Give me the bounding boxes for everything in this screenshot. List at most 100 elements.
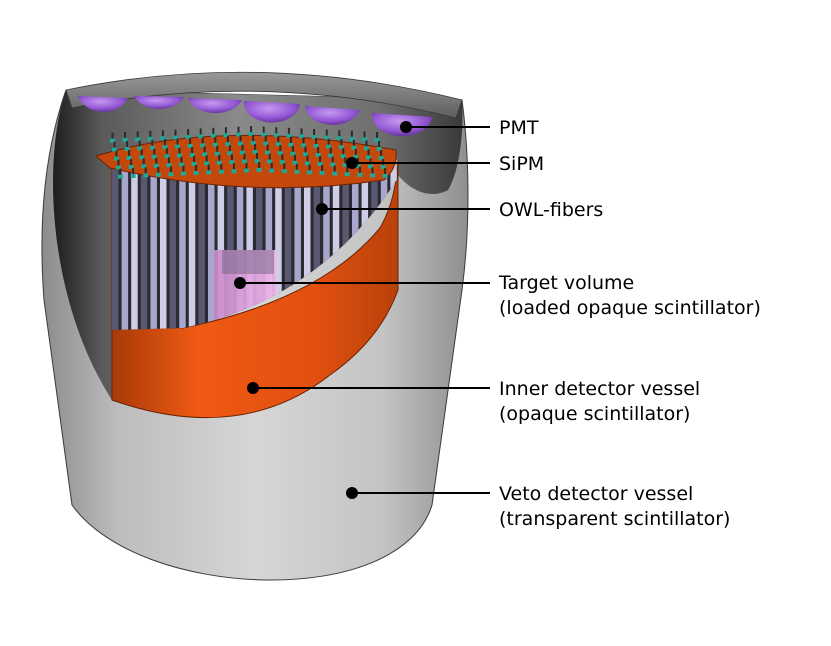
sipm-pin xyxy=(344,157,347,165)
sipm-pin xyxy=(163,139,166,147)
callout-veto-vessel xyxy=(346,487,490,499)
sipm-pin xyxy=(161,130,164,138)
sipm-pin xyxy=(220,163,223,171)
callout-inner-vessel xyxy=(247,382,490,394)
sipm-pin xyxy=(230,154,233,162)
sipm-pin xyxy=(262,126,265,134)
sipm-pin xyxy=(378,141,381,148)
sipm-chip xyxy=(175,144,180,149)
sipm-pin xyxy=(205,155,208,163)
sipm-chip xyxy=(324,135,330,140)
sipm-pin xyxy=(342,148,345,156)
pmt-icon xyxy=(188,98,242,114)
sipm-pin xyxy=(180,156,183,164)
sipm-pin xyxy=(275,127,278,135)
sipm-chip xyxy=(317,162,323,166)
sipm-pin xyxy=(237,126,240,134)
sipm-chip xyxy=(380,165,386,169)
sipm-chip xyxy=(366,155,371,160)
sipm-chip xyxy=(189,153,195,157)
sipm-chip xyxy=(139,155,145,160)
sipm-pin xyxy=(250,126,253,133)
owl-fiber xyxy=(112,150,119,330)
sipm-chip xyxy=(267,159,273,164)
sipm-pin xyxy=(138,140,141,148)
owl-fiber xyxy=(265,150,273,330)
sipm-chip xyxy=(273,133,279,138)
sipm-chip xyxy=(374,138,380,142)
sipm-pin xyxy=(132,168,135,175)
sipm-pin xyxy=(130,159,133,166)
label-target-volume: Target volume xyxy=(498,272,634,294)
sipm-chip xyxy=(286,133,292,138)
sipm-pin xyxy=(256,153,259,160)
sipm-chip xyxy=(250,141,256,145)
sipm-chip xyxy=(294,169,300,174)
owl-fiber xyxy=(246,150,253,330)
sipm-pin xyxy=(340,139,343,147)
sipm-pin xyxy=(295,163,298,171)
sipm-chip xyxy=(147,136,153,141)
owl-fiber xyxy=(256,150,263,330)
sipm-pin xyxy=(264,135,267,143)
pmt-icon xyxy=(78,96,128,112)
sipm-pin xyxy=(126,141,129,148)
sipm-pin xyxy=(321,165,324,172)
sipm-chip xyxy=(160,136,166,141)
sipm-pin xyxy=(149,130,152,138)
sipm-pin xyxy=(218,154,221,162)
callout-sipm xyxy=(346,157,490,169)
sipm-chip xyxy=(130,174,136,178)
sipm-chip xyxy=(166,163,172,168)
sipm-pin xyxy=(369,158,372,166)
sipm-chip xyxy=(227,151,233,156)
sipm-chip xyxy=(342,163,348,168)
sipm-pin xyxy=(300,128,303,136)
sipm-chip xyxy=(162,145,168,150)
sipm-chip xyxy=(143,173,149,178)
sipm-chip xyxy=(299,134,304,139)
sipm-chip xyxy=(362,137,367,142)
sipm-pin xyxy=(358,166,361,174)
sipm-pin xyxy=(363,131,366,139)
sipm-chip xyxy=(290,151,296,156)
sipm-pin xyxy=(193,156,196,163)
sipm-chip xyxy=(319,171,325,175)
owl-fiber xyxy=(217,150,225,330)
owl-fiber xyxy=(169,150,177,330)
sipm-pin xyxy=(195,165,198,172)
sipm-pin xyxy=(187,129,190,136)
sipm-chip xyxy=(191,162,197,166)
owl-fiber xyxy=(313,150,321,330)
sipm-pin xyxy=(315,138,318,145)
sipm-chip xyxy=(193,171,199,175)
sipm-pin xyxy=(287,127,290,135)
sipm-pin xyxy=(178,147,181,155)
sipm-chip xyxy=(313,144,319,148)
sipm-pin xyxy=(277,136,280,144)
sipm-chip xyxy=(231,169,237,174)
sipm-chip xyxy=(128,165,134,169)
sipm-pin xyxy=(157,166,160,174)
sipm-chip xyxy=(326,144,332,149)
sipm-pin xyxy=(165,148,168,156)
sipm-pin xyxy=(241,144,244,152)
sipm-chip xyxy=(153,163,159,168)
sipm-pin xyxy=(268,153,271,161)
sipm-chip xyxy=(261,132,267,137)
sipm-pin xyxy=(216,145,219,153)
sipm-chip xyxy=(332,171,338,176)
label-veto-vessel: Veto detector vessel xyxy=(499,483,693,505)
sipm-chip xyxy=(357,172,363,177)
sipm-pin xyxy=(189,138,192,145)
sipm-chip xyxy=(212,142,218,147)
owl-fiber xyxy=(179,150,186,330)
sipm-pin xyxy=(291,145,294,153)
label-pmt: PMT xyxy=(499,117,539,139)
sipm-pin xyxy=(384,168,387,175)
sipm-pin xyxy=(212,127,215,135)
sipm-pin xyxy=(167,157,170,165)
sipm-pin xyxy=(354,148,357,156)
owl-fiber xyxy=(275,150,282,330)
